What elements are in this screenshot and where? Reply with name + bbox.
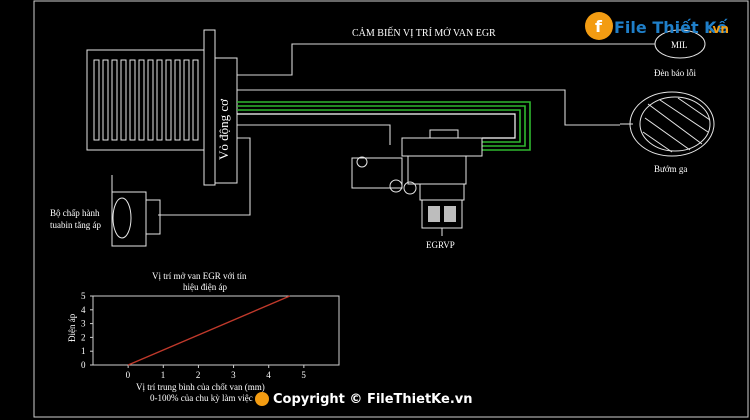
throttle-body: Bướm ga — [620, 91, 715, 174]
egr-sensor-harness — [237, 101, 531, 151]
cooling-fin — [183, 59, 190, 141]
x-tick-label: 3 — [231, 370, 236, 380]
mil-label: MIL — [671, 40, 688, 50]
y-tick-label: 5 — [81, 291, 86, 301]
y-tick-label: 4 — [81, 305, 86, 315]
engine-cooling-fins — [93, 59, 199, 141]
chart-ylabel: Điện áp — [67, 313, 77, 342]
wire-egrvp — [237, 124, 391, 145]
throttle-inner — [639, 96, 711, 152]
egr-port-right — [444, 206, 456, 222]
throttle-plate-lines — [642, 97, 711, 153]
cooling-fin — [111, 59, 118, 141]
copyright-logo — [255, 392, 269, 406]
chart-title-line2: hiệu điện áp — [183, 282, 227, 292]
mil-lamp-circle — [654, 29, 706, 59]
cooling-fin — [120, 59, 127, 141]
mil-caption: Đèn báo lỗi — [654, 68, 696, 78]
cooling-fin — [192, 59, 199, 141]
harness-wire-3 — [237, 109, 521, 143]
y-tick-label: 3 — [81, 319, 86, 329]
actuator-arm — [145, 199, 161, 235]
actuator-diaphragm — [112, 197, 132, 239]
copyright-text: Copyright © FileThietKe.vn — [273, 392, 473, 407]
chart-xlabel-line1: Vị trí trung bình của chốt van (mm) — [136, 382, 265, 392]
wire-turbo — [158, 137, 251, 216]
chart-frame — [92, 295, 340, 366]
egr-valve-assembly: EGRVP — [351, 129, 483, 250]
voltage-chart: Vị trí mở van EGR với tín hiệu điện áp Đ… — [67, 271, 340, 403]
cooling-fin — [129, 59, 136, 141]
harness-wire-1 — [237, 101, 531, 151]
egr-port-left — [428, 206, 440, 222]
cooling-fin — [93, 59, 100, 141]
y-tick-label: 2 — [81, 332, 86, 342]
cooling-fin — [156, 59, 163, 141]
engine-block: Vỏ động cơ — [86, 29, 238, 186]
throttle-outer — [629, 91, 715, 157]
mil-lamp: MIL Đèn báo lỗi — [654, 29, 706, 78]
series-line — [127, 295, 291, 366]
wire-mil — [237, 43, 655, 76]
chart-xlabel-line2: 0-100% của chu kỳ làm việc — [150, 393, 253, 403]
turbo-label-line1: Bộ chấp hành — [50, 208, 100, 218]
egr-bolt-2 — [389, 179, 403, 193]
engine-body-label: Vỏ động cơ — [216, 98, 231, 160]
engine-body-plate — [214, 57, 238, 184]
harness-wire-4 — [237, 113, 516, 139]
chart-series — [127, 295, 291, 366]
x-tick-label: 1 — [161, 370, 166, 380]
x-tick-label: 4 — [266, 370, 271, 380]
logo-circle — [585, 12, 613, 40]
egr-solenoid — [351, 157, 403, 189]
diagram-title: CẢM BIẾN VỊ TRÍ MỞ VAN EGR — [352, 26, 496, 39]
logo-suffix: .vn — [708, 22, 729, 36]
y-tick-label: 0 — [81, 360, 86, 370]
wiring — [158, 43, 655, 216]
cooling-fin — [174, 59, 181, 141]
cooling-fin — [165, 59, 172, 141]
x-tick-label: 0 — [126, 370, 131, 380]
actuator-housing — [111, 191, 147, 247]
egrvp-label: EGRVP — [426, 240, 455, 250]
logo-text: File Thiết Kế — [614, 18, 729, 37]
egr-valve-body — [407, 155, 467, 185]
harness-wire-2 — [237, 105, 526, 147]
cooling-fin — [102, 59, 109, 141]
throttle-caption: Bướm ga — [654, 164, 687, 174]
logo-glyph: f — [595, 17, 603, 36]
y-tick-label: 1 — [81, 346, 86, 356]
cooling-fin — [138, 59, 145, 141]
x-tick-label: 2 — [196, 370, 201, 380]
chart-title-line1: Vị trí mở van EGR với tín — [152, 271, 247, 281]
chart-ticks: 0 1 2 3 4 5 0 1 2 3 4 5 — [81, 291, 306, 380]
x-tick-label: 5 — [301, 370, 306, 380]
egr-bolt-1 — [356, 156, 368, 168]
egr-connector — [429, 129, 459, 139]
engine-flange — [203, 29, 216, 186]
egr-spacer — [419, 183, 465, 201]
egr-bolt-3 — [403, 181, 417, 195]
engine-housing — [86, 49, 205, 151]
drawing-border — [33, 0, 749, 418]
watermark: f File Thiết Kế .vn Copyright © FileThie… — [255, 12, 729, 407]
cooling-fin — [147, 59, 154, 141]
turbo-actuator: Bộ chấp hành tuabin tăng áp — [50, 175, 161, 247]
turbo-label-line2: tuabin tăng áp — [50, 220, 101, 230]
wire-throttle — [237, 89, 620, 126]
egr-valve-top — [401, 137, 483, 157]
